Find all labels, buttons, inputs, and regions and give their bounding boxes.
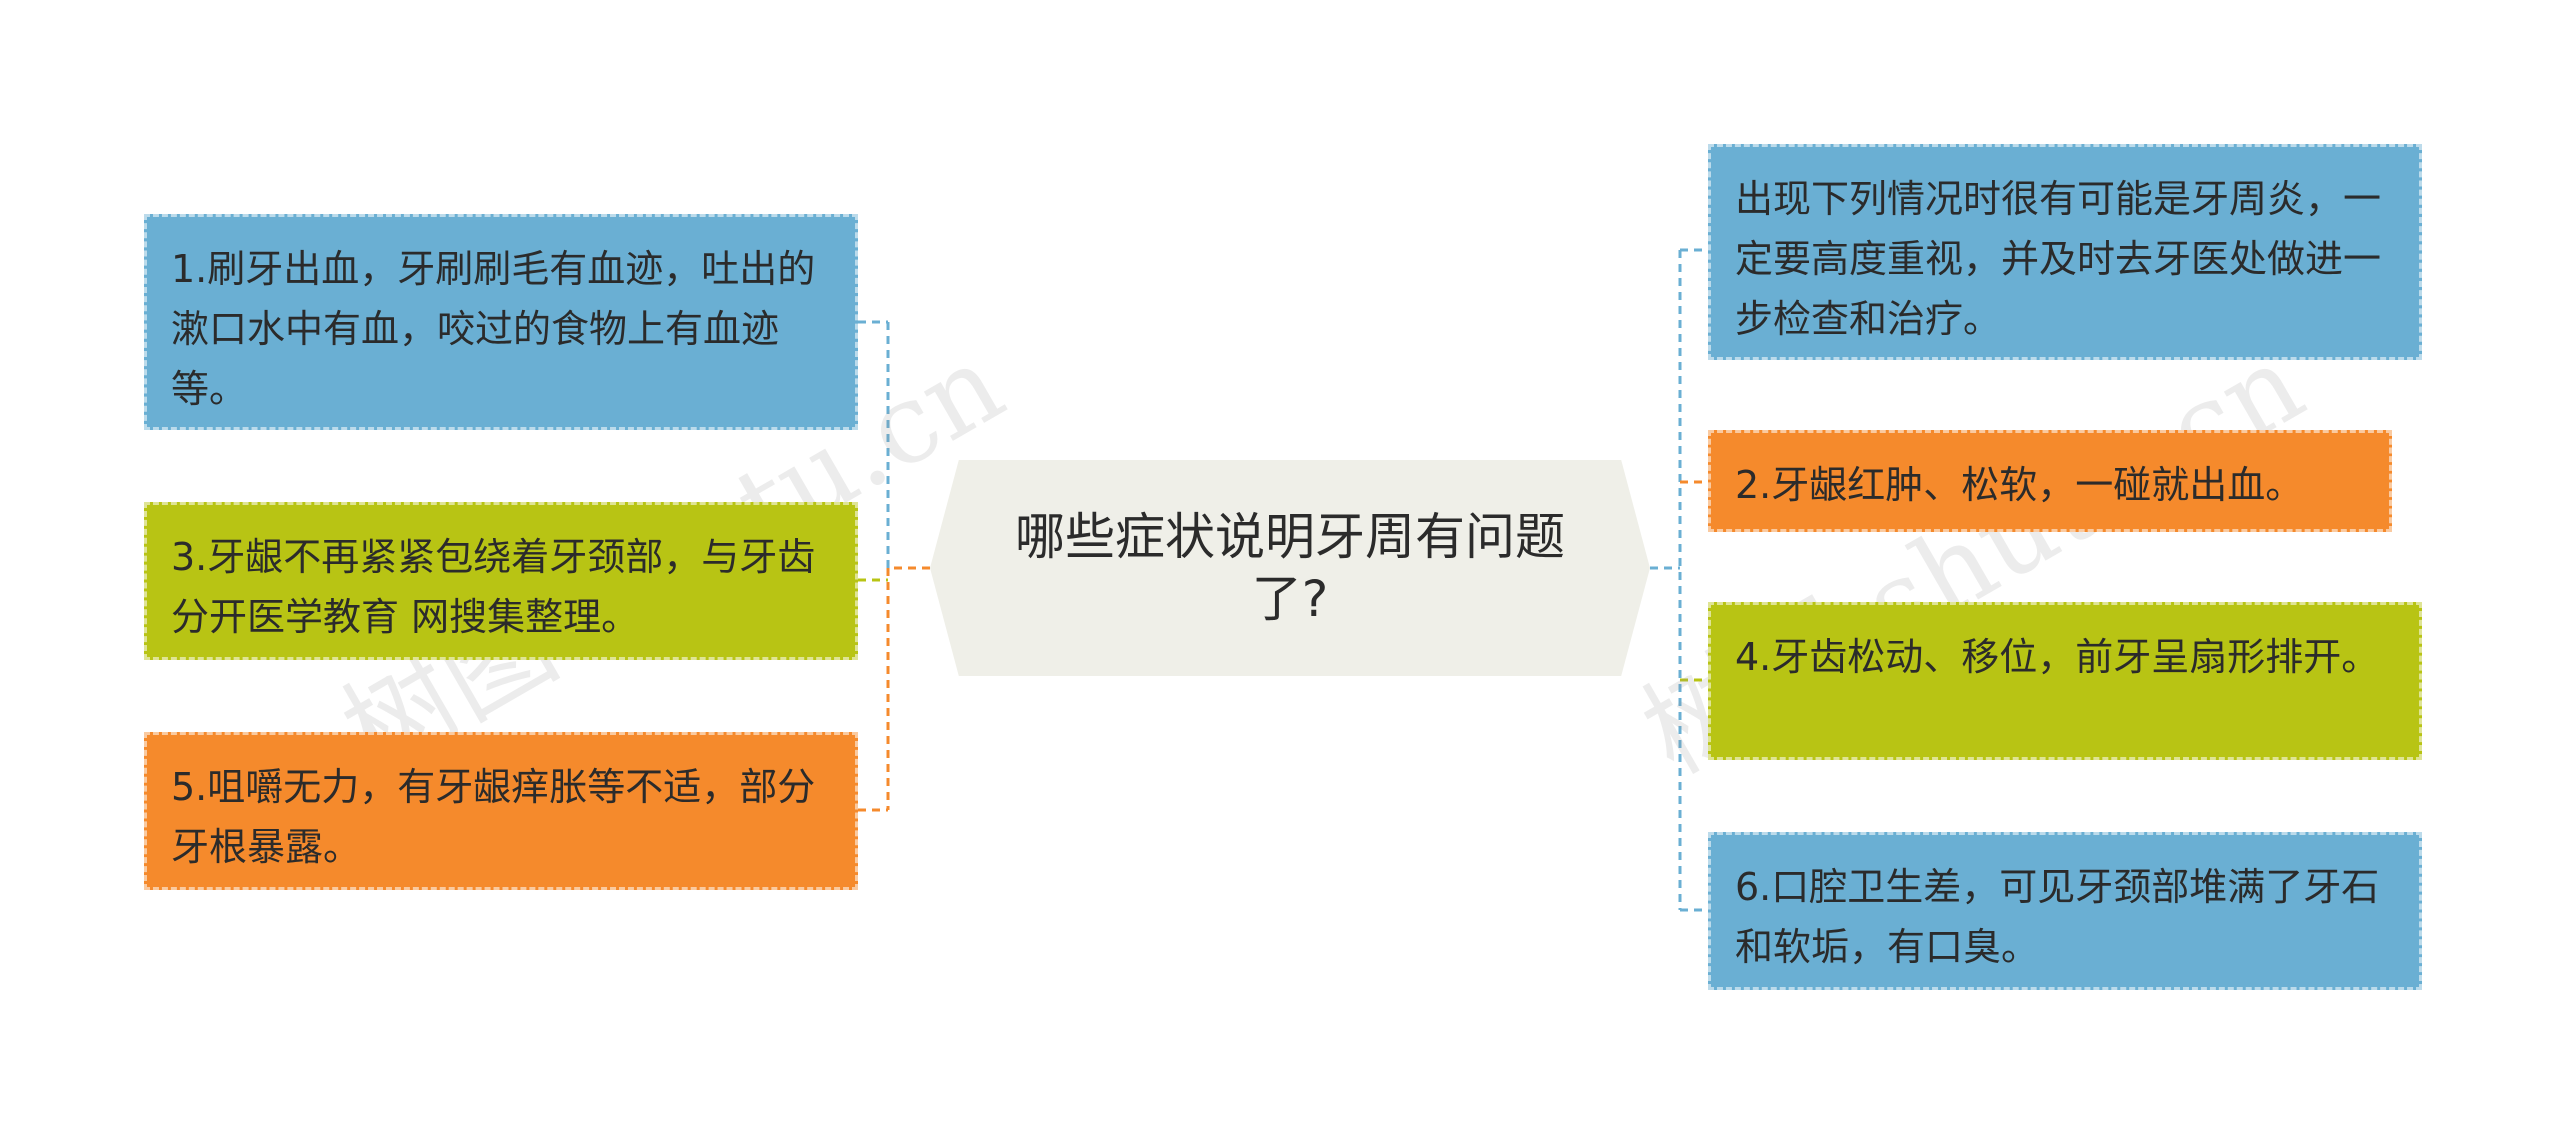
node-symptom-6[interactable]: 6.口腔卫生差，可见牙颈部堆满了牙石和软垢，有口臭。 xyxy=(1708,832,2422,990)
node-symptom-3-label: 3.牙龈不再紧紧包绕着牙颈部，与牙齿分开医学教育 网搜集整理。 xyxy=(171,535,816,639)
node-symptom-1-label: 1.刷牙出血，牙刷刷毛有血迹，吐出的漱口水中有血，咬过的食物上有血迹等。 xyxy=(171,247,816,411)
node-symptom-1[interactable]: 1.刷牙出血，牙刷刷毛有血迹，吐出的漱口水中有血，咬过的食物上有血迹等。 xyxy=(144,214,858,430)
central-topic-label: 哪些症状说明牙周有问题了? xyxy=(1015,508,1565,628)
node-symptom-5-label: 5.咀嚼无力，有牙龈痒胀等不适，部分牙根暴露。 xyxy=(171,765,816,869)
node-symptom-2-label: 2.牙龈红肿、松软，一碰就出血。 xyxy=(1735,463,2304,507)
central-topic[interactable]: 哪些症状说明牙周有问题了? xyxy=(930,460,1650,676)
node-intro[interactable]: 出现下列情况时很有可能是牙周炎，一定要高度重视，并及时去牙医处做进一步检查和治疗… xyxy=(1708,144,2422,360)
node-symptom-6-label: 6.口腔卫生差，可见牙颈部堆满了牙石和软垢，有口臭。 xyxy=(1735,865,2380,969)
node-symptom-3[interactable]: 3.牙龈不再紧紧包绕着牙颈部，与牙齿分开医学教育 网搜集整理。 xyxy=(144,502,858,660)
node-symptom-5[interactable]: 5.咀嚼无力，有牙龈痒胀等不适，部分牙根暴露。 xyxy=(144,732,858,890)
node-intro-label: 出现下列情况时很有可能是牙周炎，一定要高度重视，并及时去牙医处做进一步检查和治疗… xyxy=(1735,177,2382,341)
node-symptom-4-label: 4.牙齿松动、移位，前牙呈扇形排开。 xyxy=(1735,635,2380,679)
node-symptom-2[interactable]: 2.牙龈红肿、松软，一碰就出血。 xyxy=(1708,430,2392,532)
node-symptom-4[interactable]: 4.牙齿松动、移位，前牙呈扇形排开。 xyxy=(1708,602,2422,760)
